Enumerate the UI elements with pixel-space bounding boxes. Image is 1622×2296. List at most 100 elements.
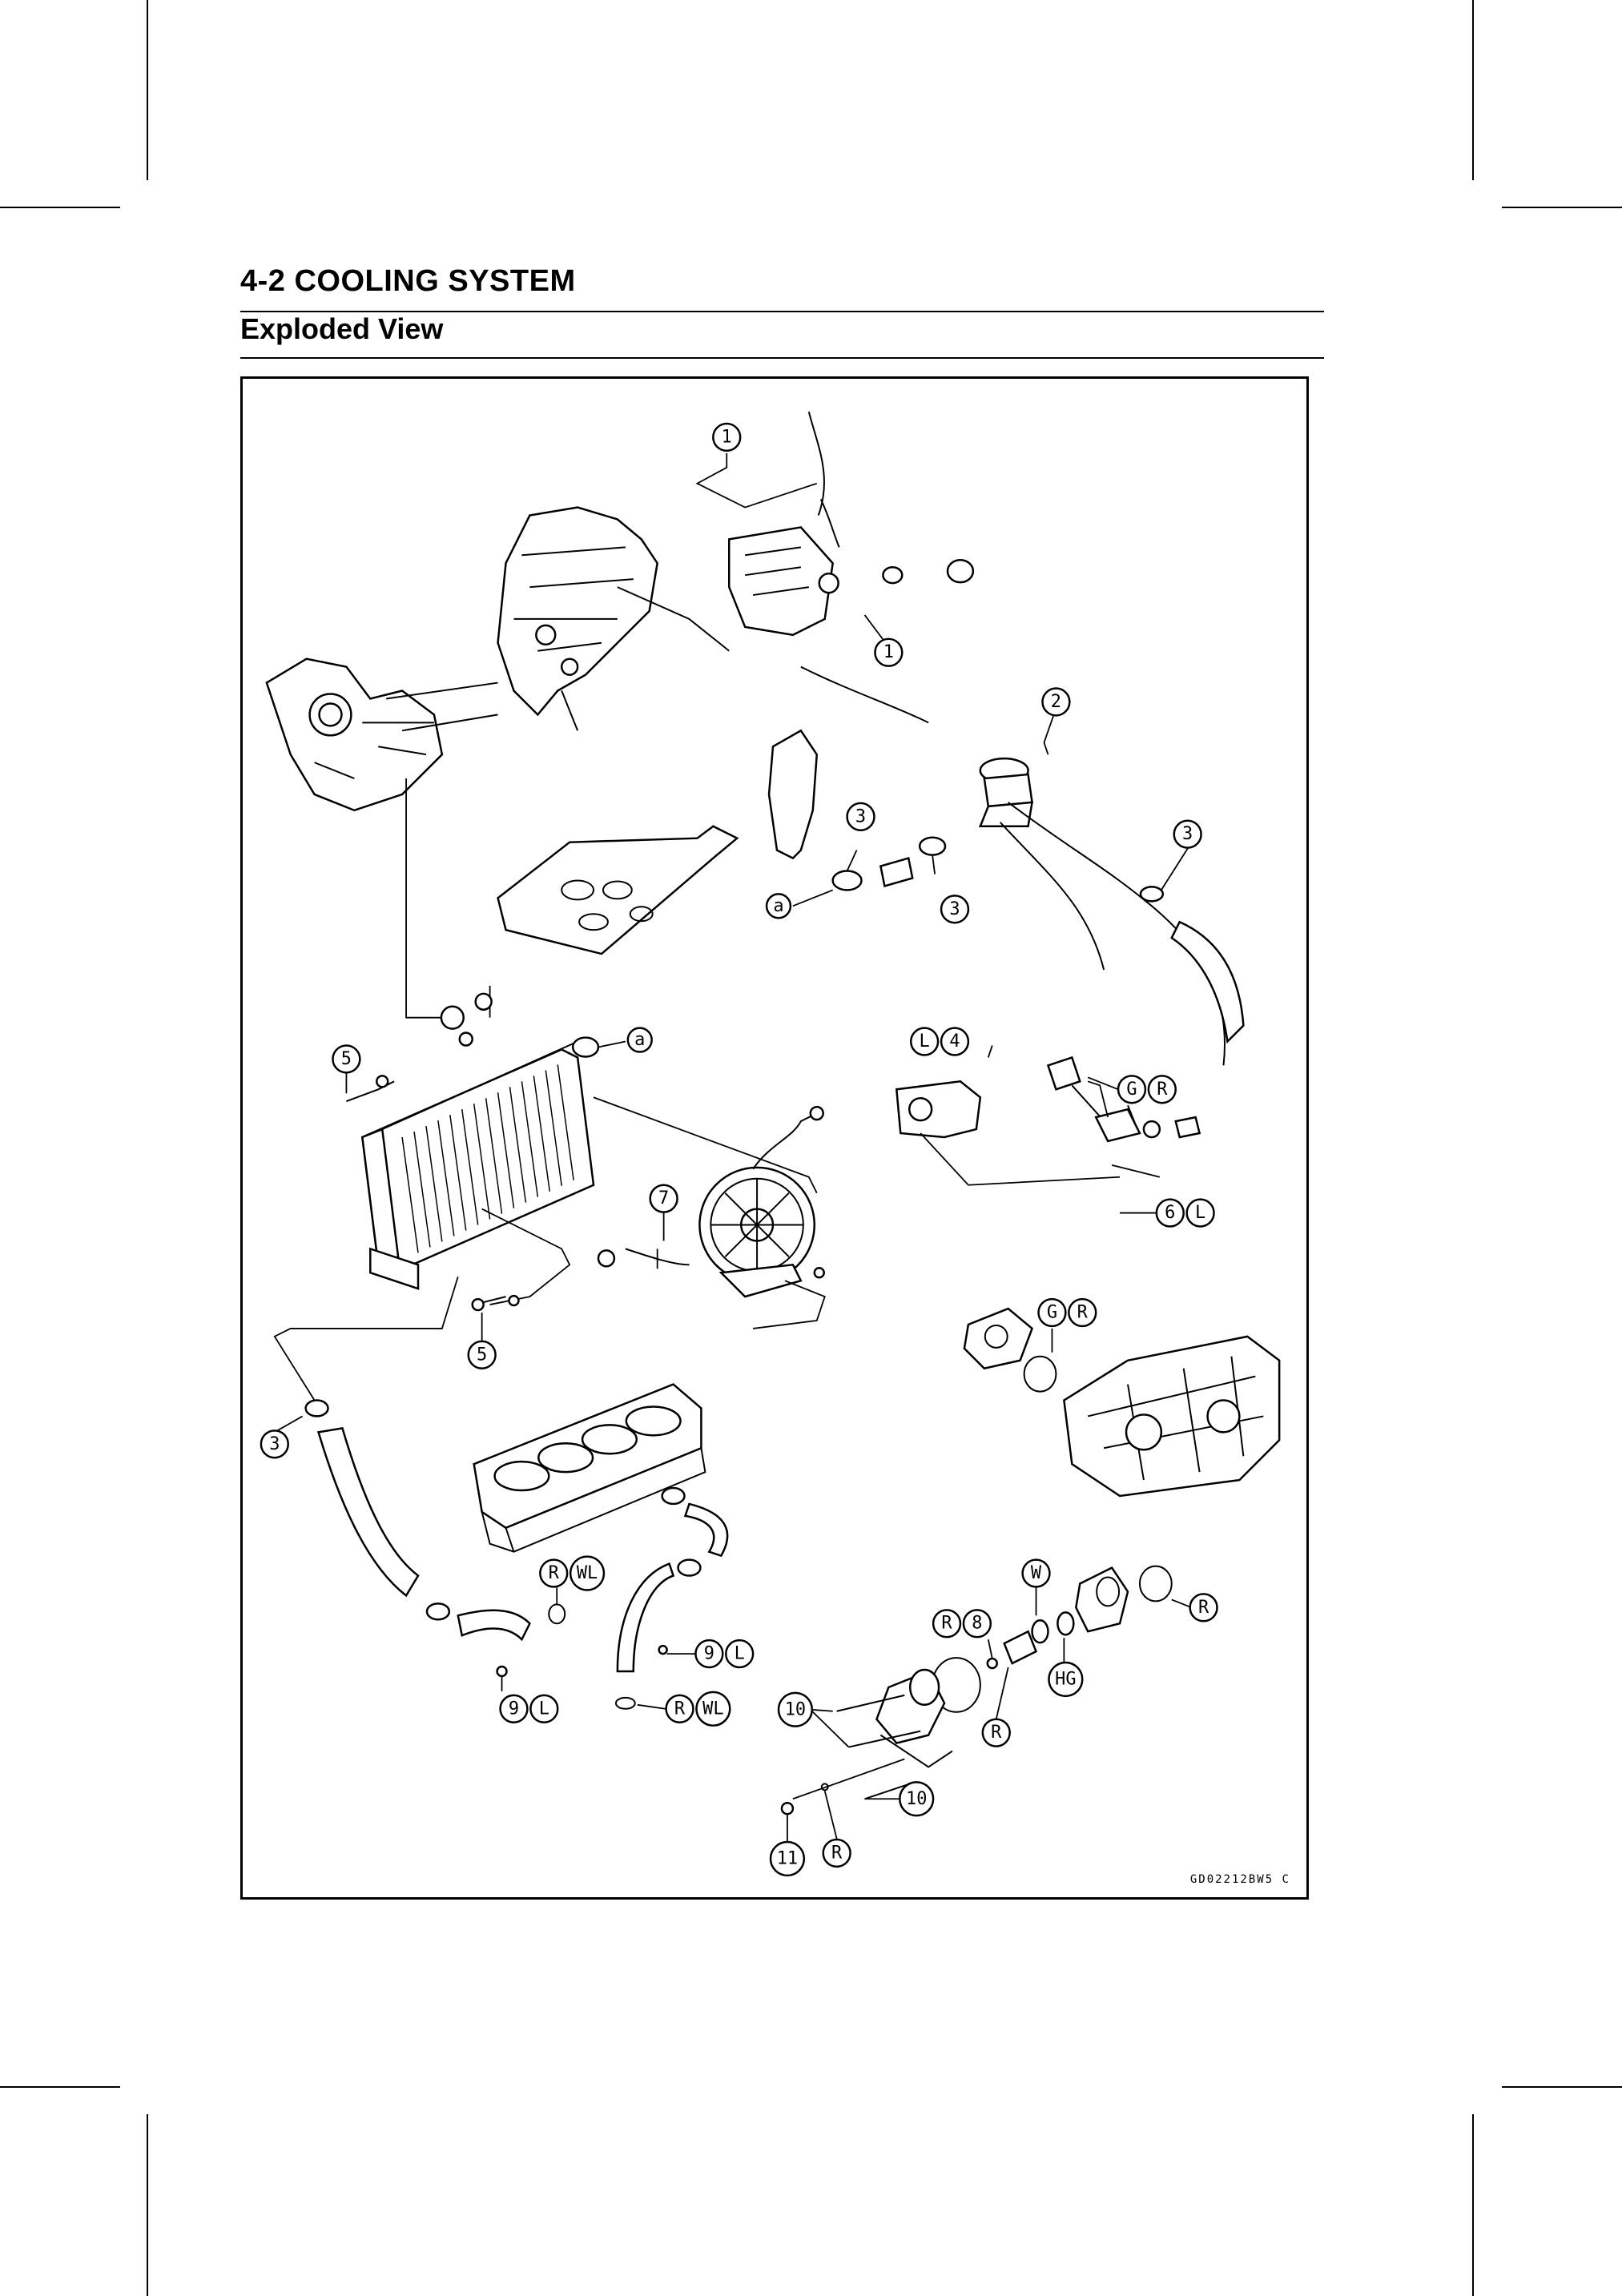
callout-a-radiator: a (626, 1027, 653, 1053)
svg-text:1: 1 (883, 642, 894, 662)
crop-mark (147, 2114, 148, 2296)
subtitle-rule (240, 357, 1324, 359)
bracket-part (767, 729, 819, 860)
callout-3-a: 3 (846, 802, 875, 831)
svg-text:L: L (735, 1644, 745, 1664)
lower-hose (316, 1426, 420, 1598)
callout-L4-4: 4 (940, 1027, 970, 1056)
callout-11: 11 (769, 1840, 806, 1877)
water-pipe (457, 1609, 531, 1642)
svg-text:L: L (539, 1699, 549, 1719)
frame-part (497, 506, 730, 731)
callout-3-d: 3 (260, 1429, 289, 1459)
water-pipe-2 (616, 1562, 675, 1673)
callout-HG: HG (1048, 1661, 1084, 1698)
svg-text:7: 7 (658, 1188, 669, 1208)
callout-1-mid: 1 (874, 637, 904, 667)
oil-cooler-cover (963, 1307, 1034, 1370)
hose-clamp (831, 870, 863, 891)
svg-text:8: 8 (972, 1614, 982, 1634)
bolt (864, 1782, 913, 1800)
svg-text:R: R (1077, 1303, 1089, 1323)
svg-text:3: 3 (855, 806, 866, 826)
callout-3-c: 3 (1173, 819, 1202, 849)
hose-clamp (661, 1486, 686, 1506)
svg-text:R: R (991, 1723, 1002, 1743)
callout-6L-6: 6 (1155, 1198, 1185, 1228)
callout-W: W (1021, 1558, 1051, 1588)
crop-mark (0, 207, 120, 208)
svg-text:1: 1 (722, 427, 732, 447)
svg-text:R: R (549, 1563, 560, 1583)
svg-text:R: R (674, 1699, 686, 1719)
svg-text:L: L (1195, 1203, 1205, 1223)
crankcase (1063, 1335, 1281, 1498)
svg-text:G: G (1047, 1303, 1057, 1323)
callout-GR1-R: R (1147, 1075, 1177, 1104)
svg-text:WL: WL (702, 1699, 723, 1719)
callout-10-top: 10 (777, 1691, 814, 1727)
crop-mark (147, 0, 148, 180)
short-hose (879, 857, 914, 887)
svg-text:11: 11 (777, 1848, 798, 1868)
fan-bracket (625, 1248, 690, 1266)
callout-R-impeller: R (981, 1718, 1011, 1747)
water-pump-body (875, 1657, 981, 1768)
svg-text:6: 6 (1165, 1203, 1175, 1223)
crop-mark (0, 2086, 120, 2088)
svg-text:a: a (773, 896, 783, 916)
svg-text:9: 9 (509, 1699, 519, 1719)
filler-neck (979, 757, 1034, 828)
callout-10-bottom: 10 (899, 1781, 935, 1817)
callout-1-top: 1 (712, 422, 742, 452)
svg-text:9: 9 (704, 1644, 714, 1664)
svg-text:10: 10 (906, 1789, 927, 1809)
callout-GR1-G: G (1117, 1075, 1147, 1104)
svg-text:3: 3 (269, 1434, 280, 1454)
impeller (1003, 1630, 1038, 1665)
svg-text:HG: HG (1055, 1669, 1076, 1689)
callout-2: 2 (1041, 687, 1071, 717)
callout-RWL-2-R: R (665, 1694, 694, 1723)
crop-mark (1472, 2114, 1474, 2296)
crop-mark (1502, 207, 1622, 208)
callout-RWL-1-R: R (539, 1558, 569, 1588)
svg-text:R: R (1198, 1598, 1209, 1618)
cylinder-block (473, 1383, 706, 1553)
hose-clamp (304, 1399, 329, 1417)
thermostat (1046, 1056, 1081, 1091)
cylinder-head-left (265, 657, 498, 812)
page-subtitle: Exploded View (240, 312, 444, 345)
callout-L4-L: L (909, 1027, 940, 1056)
exploded-view-drawing: 1 1 2 3 3 a 3 L 4 G R 6 L (260, 411, 1281, 1877)
svg-text:5: 5 (341, 1049, 352, 1069)
callout-RWL-2-WL: WL (695, 1691, 731, 1727)
figure-code: GD02212BW5 C (1189, 1873, 1290, 1886)
svg-text:R: R (1157, 1080, 1168, 1100)
callout-9L-1-L: L (529, 1694, 559, 1723)
callout-5-bottom: 5 (467, 1340, 497, 1369)
svg-text:a: a (634, 1030, 645, 1050)
svg-text:4: 4 (949, 1031, 960, 1051)
svg-text:L: L (920, 1031, 930, 1051)
hose-clamp (918, 836, 947, 856)
callout-GR2-R: R (1068, 1297, 1097, 1328)
callout-RWL-1-WL: WL (569, 1555, 606, 1591)
reservoir-tank (728, 411, 975, 637)
svg-text:3: 3 (1182, 824, 1193, 844)
callout-a-top: a (765, 893, 792, 919)
grommet (440, 1005, 465, 1030)
callout-9L-1-9: 9 (499, 1694, 529, 1723)
section-title: 4-2 COOLING SYSTEM (240, 264, 576, 298)
bypass-hose (683, 1502, 729, 1558)
svg-text:W: W (1031, 1563, 1042, 1583)
guard-plate (497, 825, 739, 955)
bolt (848, 1730, 921, 1748)
svg-text:10: 10 (785, 1699, 806, 1719)
callout-9L-2-9: 9 (694, 1639, 724, 1669)
crop-mark (1472, 0, 1474, 180)
callout-GR2-G: G (1037, 1297, 1067, 1328)
callout-6L-L: L (1185, 1198, 1215, 1228)
svg-text:5: 5 (477, 1345, 487, 1365)
callout-R-bottom: R (822, 1838, 851, 1868)
